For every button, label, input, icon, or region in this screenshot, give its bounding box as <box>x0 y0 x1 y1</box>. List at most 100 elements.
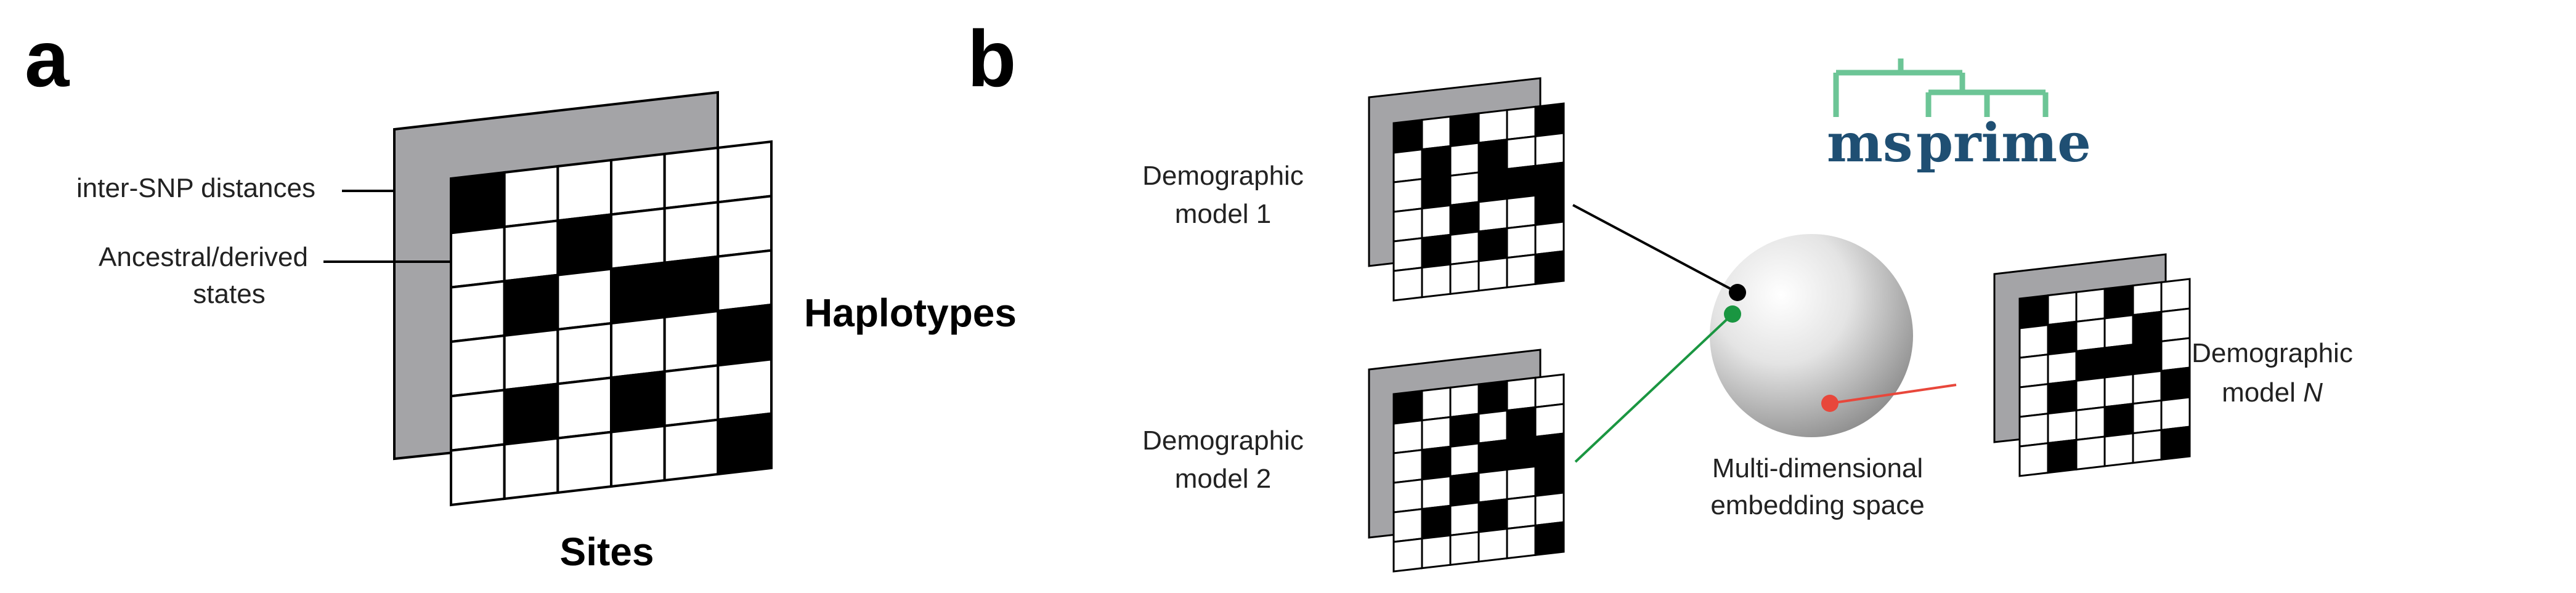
model2-cell-r4-c1 <box>1421 504 1452 540</box>
model1-cell-r5-c2 <box>1449 260 1480 296</box>
model2-cell-r4-c4 <box>1506 494 1537 530</box>
model1-cell-r0-c3 <box>1477 108 1508 144</box>
panel-a-cell-r1-c4 <box>663 201 720 264</box>
modelN-cell-r2-c1 <box>2047 350 2078 385</box>
modelN-cell-r4-c4 <box>2132 399 2163 435</box>
modelN-cell-r5-c2 <box>2075 435 2106 471</box>
model1-cell-r5-c5 <box>1534 250 1565 286</box>
embedding-label-line2: embedding space <box>1710 490 1924 520</box>
panel-a-cell-r0-c3 <box>610 152 666 216</box>
model2-cell-r1-c3 <box>1477 409 1508 445</box>
model2-label-line2: model 2 <box>1175 464 1272 494</box>
states-label: states <box>193 279 265 309</box>
panel-a-cell-r3-c2 <box>556 321 612 385</box>
panel-a-cell-r4-c4 <box>663 364 720 427</box>
modelN-cell-r0-c3 <box>2103 284 2134 320</box>
model2-cell-r3-c5 <box>1534 462 1565 498</box>
panel-a-cell-r0-c2 <box>556 158 612 222</box>
model1-cell-r5-c3 <box>1477 256 1508 292</box>
logo-text-ms: ms <box>1827 112 1912 174</box>
model1-cell-r4-c5 <box>1534 220 1565 256</box>
modelN-cell-r4-c1 <box>2047 409 2078 445</box>
panel-a-cell-r0-c4 <box>663 146 720 210</box>
model1-cell-r1-c1 <box>1421 145 1452 180</box>
model1-cell-r2-c1 <box>1421 174 1452 210</box>
logo-text-prime: prime <box>1916 112 2091 174</box>
embedding-label-line1: Multi-dimensional <box>1712 453 1923 483</box>
model2-cell-r0-c5 <box>1534 373 1565 409</box>
modelN-cell-r2-c5 <box>2160 337 2191 373</box>
model2-cell-r3-c3 <box>1477 468 1508 504</box>
modelN-cell-r2-c2 <box>2075 347 2106 382</box>
model2-cell-r0-c1 <box>1421 386 1452 422</box>
model2-cell-r5-c4 <box>1506 524 1537 560</box>
model1-cell-r2-c0 <box>1392 177 1423 213</box>
modelN-cell-r0-c0 <box>2018 294 2049 329</box>
model1-cell-r5-c0 <box>1392 266 1423 302</box>
model2-cell-r2-c4 <box>1506 435 1537 471</box>
panel-a-haplotype-grid <box>450 140 773 507</box>
modelN-embedding-point <box>1821 395 1839 412</box>
model1-cell-r5-c4 <box>1506 253 1537 289</box>
modelN-cell-r5-c3 <box>2103 432 2134 467</box>
panel-a-cell-r2-c1 <box>503 273 559 337</box>
modelN-cell-r3-c3 <box>2103 373 2134 408</box>
modelN-cell-r1-c1 <box>2047 320 2078 356</box>
model1-cell-r1-c2 <box>1449 142 1480 177</box>
model2-connector-line <box>1574 313 1734 463</box>
modelN-label-model: model <box>2222 377 2303 408</box>
modelN-cell-r3-c0 <box>2018 382 2049 418</box>
model2-cell-r0-c4 <box>1506 376 1537 412</box>
model2-cell-r3-c2 <box>1449 472 1480 507</box>
modelN-cell-r4-c0 <box>2018 412 2049 448</box>
embedding-sphere <box>1710 234 1913 437</box>
panel-a-cell-r3-c1 <box>503 328 559 392</box>
model1-cell-r0-c5 <box>1534 102 1565 138</box>
panel-a-cell-r5-c2 <box>556 430 612 494</box>
model2-cell-r0-c0 <box>1392 389 1423 425</box>
model2-cell-r2-c2 <box>1449 442 1480 478</box>
model1-cell-r5-c1 <box>1421 263 1452 299</box>
panel-a-cell-r4-c3 <box>610 370 666 434</box>
sites-axis-label: Sites <box>560 530 654 574</box>
modelN-cell-r5-c5 <box>2160 426 2191 461</box>
model1-haplotype-grid <box>1392 102 1565 302</box>
model1-label-line1: Demographic <box>1142 161 1304 191</box>
modelN-label-N: N <box>2303 377 2323 408</box>
model2-cell-r0-c3 <box>1477 379 1508 415</box>
modelN-cell-r3-c2 <box>2075 376 2106 412</box>
panel-a-cell-r2-c2 <box>556 267 612 331</box>
modelN-cell-r0-c1 <box>2047 291 2078 326</box>
model2-cell-r3-c0 <box>1392 478 1423 514</box>
model1-cell-r3-c4 <box>1506 194 1537 230</box>
msprime-logo: ms prime <box>1827 58 2091 174</box>
panel-a-cell-r3-c4 <box>663 309 720 373</box>
modelN-cell-r3-c5 <box>2160 366 2191 402</box>
model1-cell-r2-c4 <box>1506 164 1537 200</box>
modelN-haplotype-grid <box>2018 278 2191 477</box>
panel-a-cell-r2-c3 <box>610 261 666 325</box>
modelN-cell-r4-c2 <box>2075 406 2106 442</box>
panel-a-cell-r0-c5 <box>717 140 773 204</box>
ancestral-derived-label: Ancestral/derived <box>99 242 308 272</box>
panel-a-cell-r1-c2 <box>556 213 612 276</box>
model1-cell-r0-c1 <box>1421 115 1452 151</box>
inter-snp-distances-label: inter-SNP distances <box>76 173 315 203</box>
model2-label-line1: Demographic <box>1142 426 1304 456</box>
model1-cell-r4-c4 <box>1506 224 1537 259</box>
panel-a-cell-r4-c2 <box>556 376 612 440</box>
panel-a-cell-r3-c5 <box>717 303 773 367</box>
modelN-cell-r2-c0 <box>2018 353 2049 389</box>
model2-cell-r2-c1 <box>1421 445 1452 481</box>
panel-a-cell-r1-c5 <box>717 195 773 258</box>
model2-cell-r1-c0 <box>1392 419 1423 454</box>
model2-cell-r2-c0 <box>1392 448 1423 484</box>
model2-haplotype-grid <box>1392 373 1565 573</box>
modelN-cell-r1-c3 <box>2103 313 2134 349</box>
panel-a-cell-r4-c1 <box>503 382 559 446</box>
modelN-cell-r5-c0 <box>2018 442 2049 477</box>
model1-cell-r4-c3 <box>1477 227 1508 262</box>
model1-connector-line <box>1572 204 1738 294</box>
panel-a-cell-r5-c4 <box>663 418 720 482</box>
